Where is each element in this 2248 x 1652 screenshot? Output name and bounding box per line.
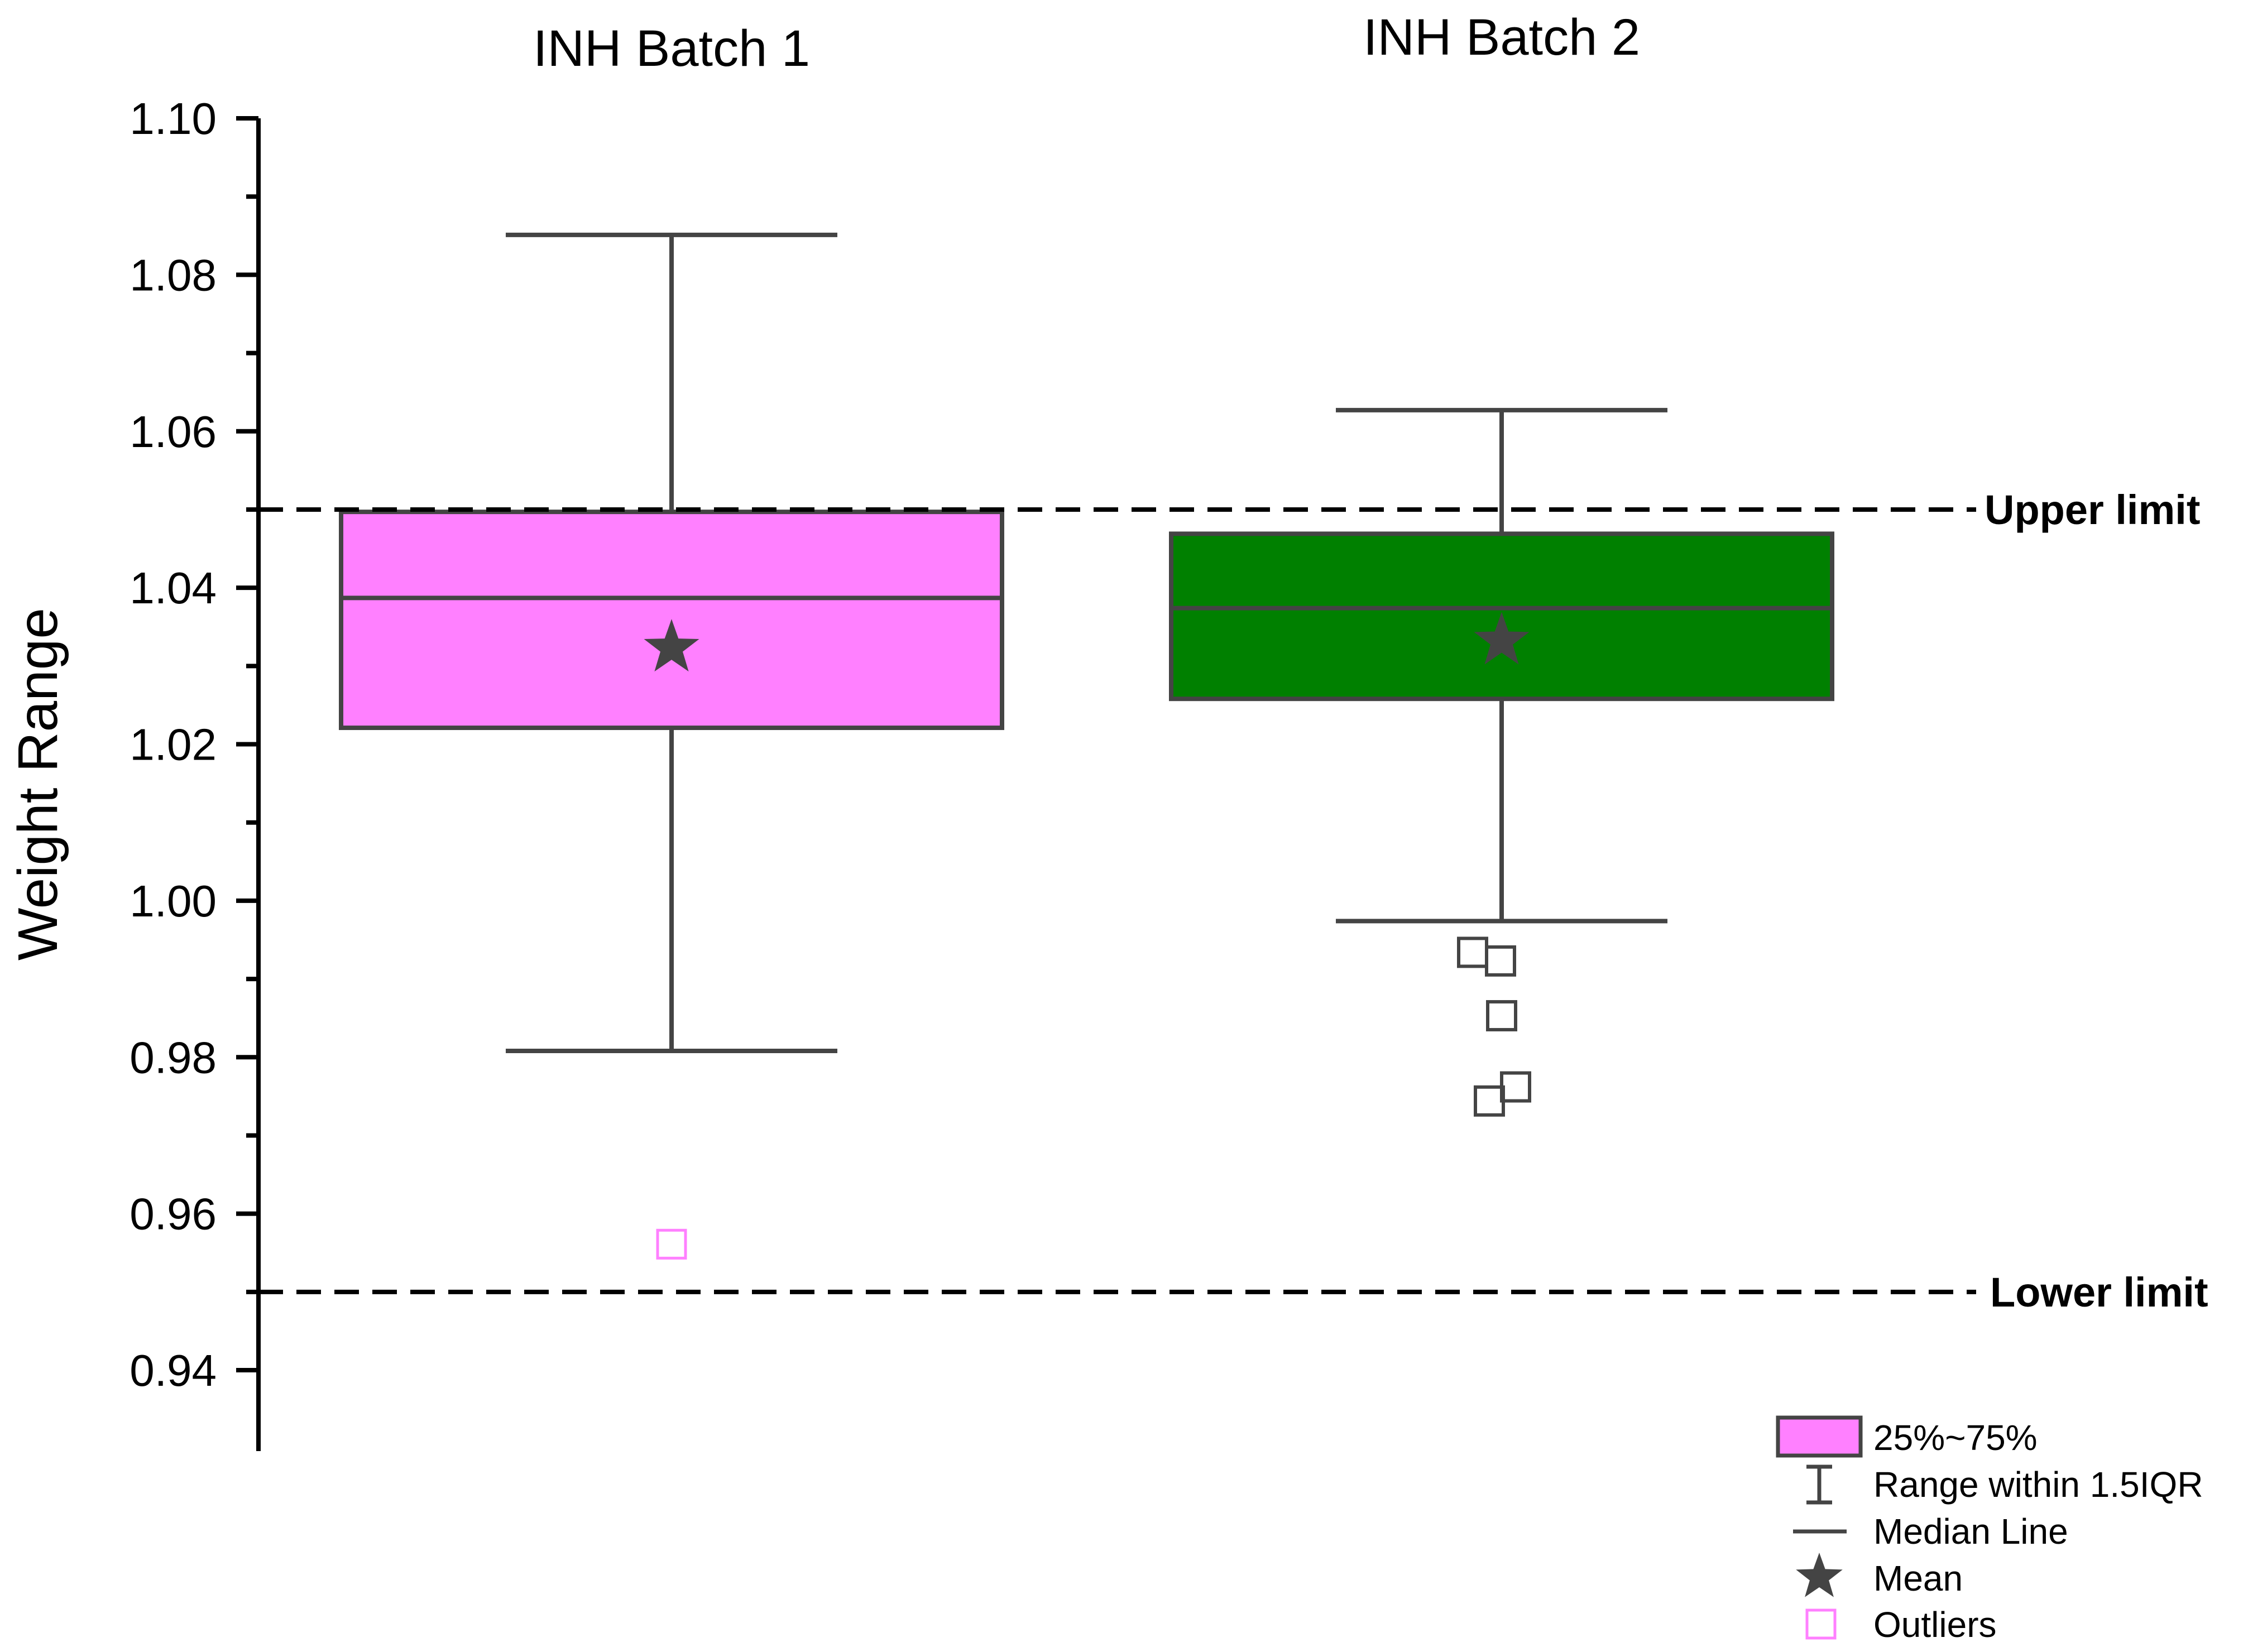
legend-swatch-mean-star	[1796, 1553, 1843, 1597]
legend-swatch-whisker	[1806, 1464, 1832, 1505]
outlier-point	[1486, 1000, 1517, 1031]
reference-line-label: Upper limit	[1985, 487, 2200, 533]
legend-label-median: Median Line	[1873, 1511, 2068, 1552]
outlier-point	[1474, 1085, 1505, 1117]
legend-swatch-box	[1776, 1415, 1863, 1458]
outlier-point	[656, 1228, 687, 1260]
y-tick-label: 1.06	[130, 407, 217, 457]
legend: 25%~75% Range within 1.5IQR Median Line …	[1776, 1415, 2203, 1645]
outlier-point	[1485, 945, 1516, 977]
y-tick-label: 0.94	[130, 1346, 217, 1395]
legend-label-box: 25%~75%	[1873, 1418, 2038, 1458]
legend-label-whisker: Range within 1.5IQR	[1873, 1464, 2203, 1505]
box-series: INH Batch 1 INH Batch 2	[339, 9, 1834, 1260]
mean-star	[1474, 612, 1530, 665]
y-tick-label: 1.08	[130, 250, 217, 300]
y-tick-label: 0.98	[130, 1032, 217, 1082]
y-tick-label: 0.96	[130, 1189, 217, 1239]
legend-swatch-outlier	[1805, 1608, 1837, 1640]
y-tick-label: 1.04	[130, 563, 217, 613]
y-axis-ticks	[236, 116, 258, 1372]
category-label: INH Batch 2	[1363, 9, 1640, 66]
y-tick-label: 1.02	[130, 720, 217, 770]
outlier-point	[1500, 1071, 1531, 1103]
outlier-point	[1457, 937, 1488, 968]
reference-line-label: Lower limit	[1990, 1269, 2208, 1315]
y-tick-label: 1.00	[130, 876, 217, 926]
box-2: INH Batch 2	[1169, 9, 1834, 1117]
category-label: INH Batch 1	[533, 20, 810, 77]
y-axis-label: Weight Range	[7, 608, 69, 961]
box-1: INH Batch 1	[339, 20, 1004, 1260]
legend-label-outliers: Outliers	[1873, 1605, 1997, 1645]
y-tick-label: 1.10	[130, 94, 217, 143]
legend-label-mean: Mean	[1873, 1558, 1963, 1598]
mean-star	[644, 619, 699, 672]
y-axis-tick-labels: 1.10 1.08 1.06 1.04 1.02 1.00 0.98 0.96 0.94	[130, 94, 217, 1395]
